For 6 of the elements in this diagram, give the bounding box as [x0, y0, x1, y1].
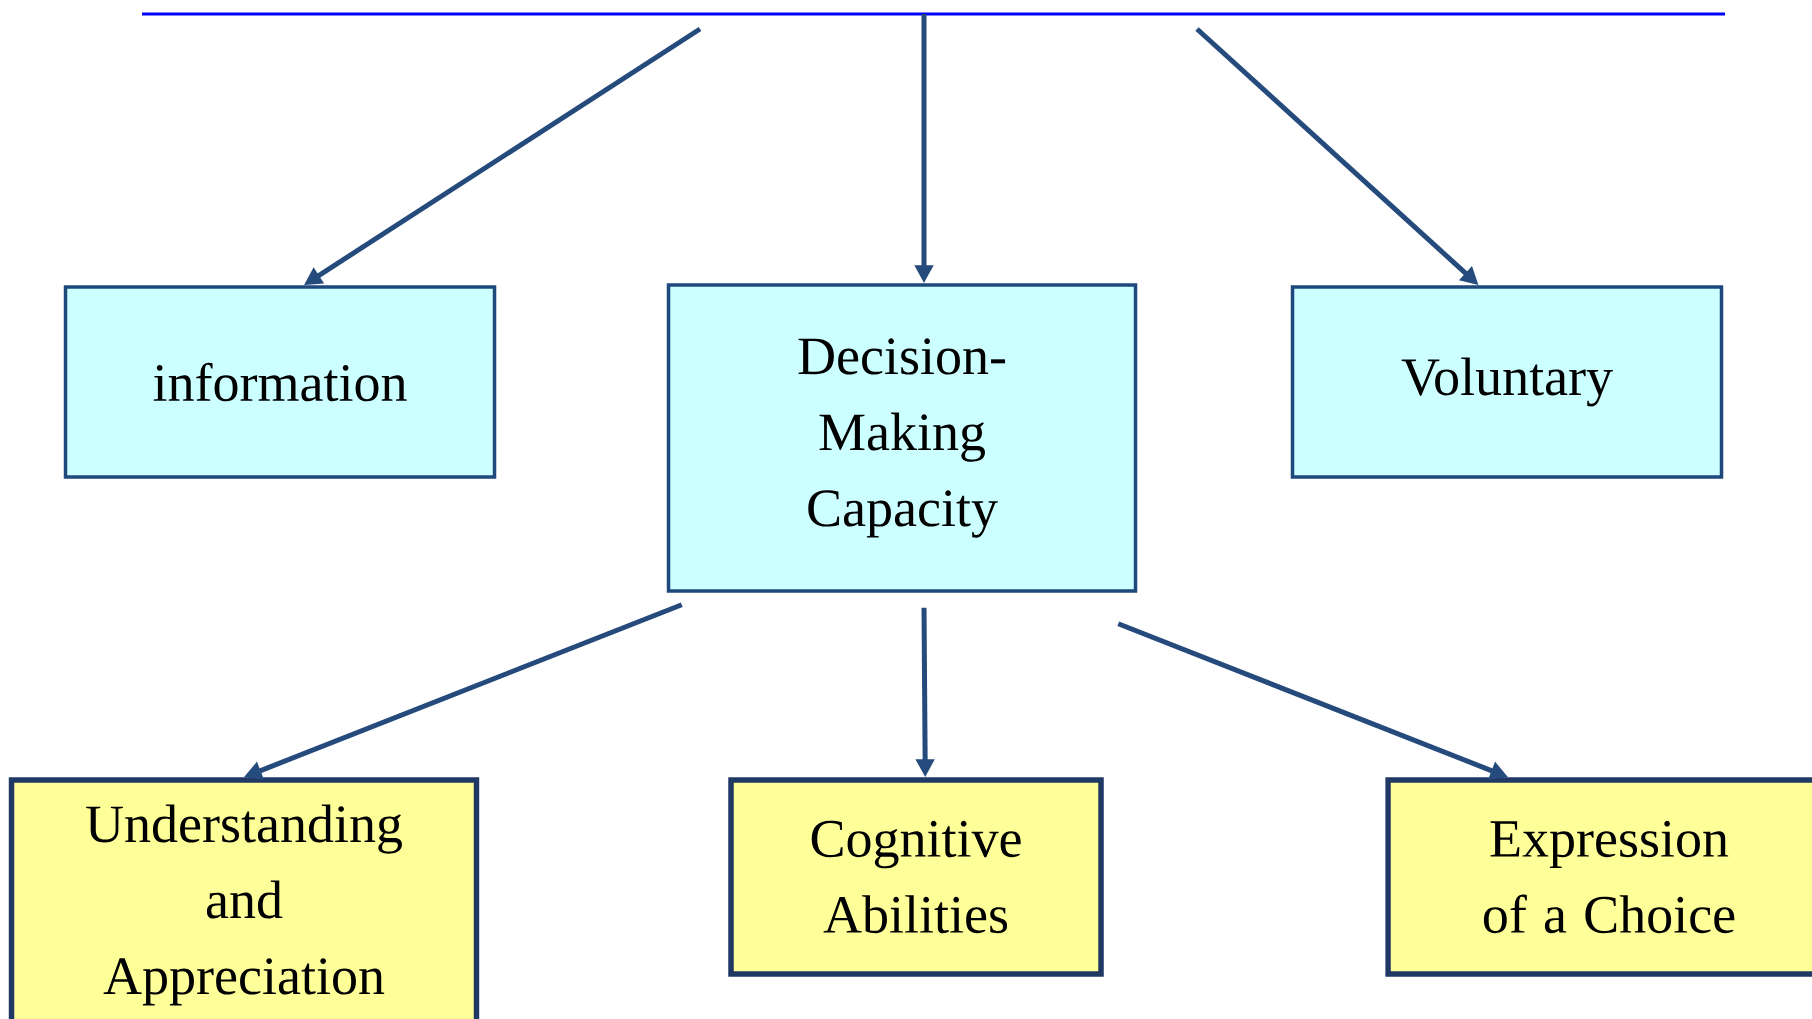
label-box: Expression of a Choice — [1385, 777, 1812, 977]
label-box: Understanding and Appreciation — [8, 777, 480, 1019]
label-box: Voluntary — [1290, 285, 1724, 479]
label-box: information — [63, 285, 497, 479]
label-box: Decision-Making Capacity — [666, 283, 1138, 593]
label-box: Cognitive Abilities — [728, 777, 1104, 977]
